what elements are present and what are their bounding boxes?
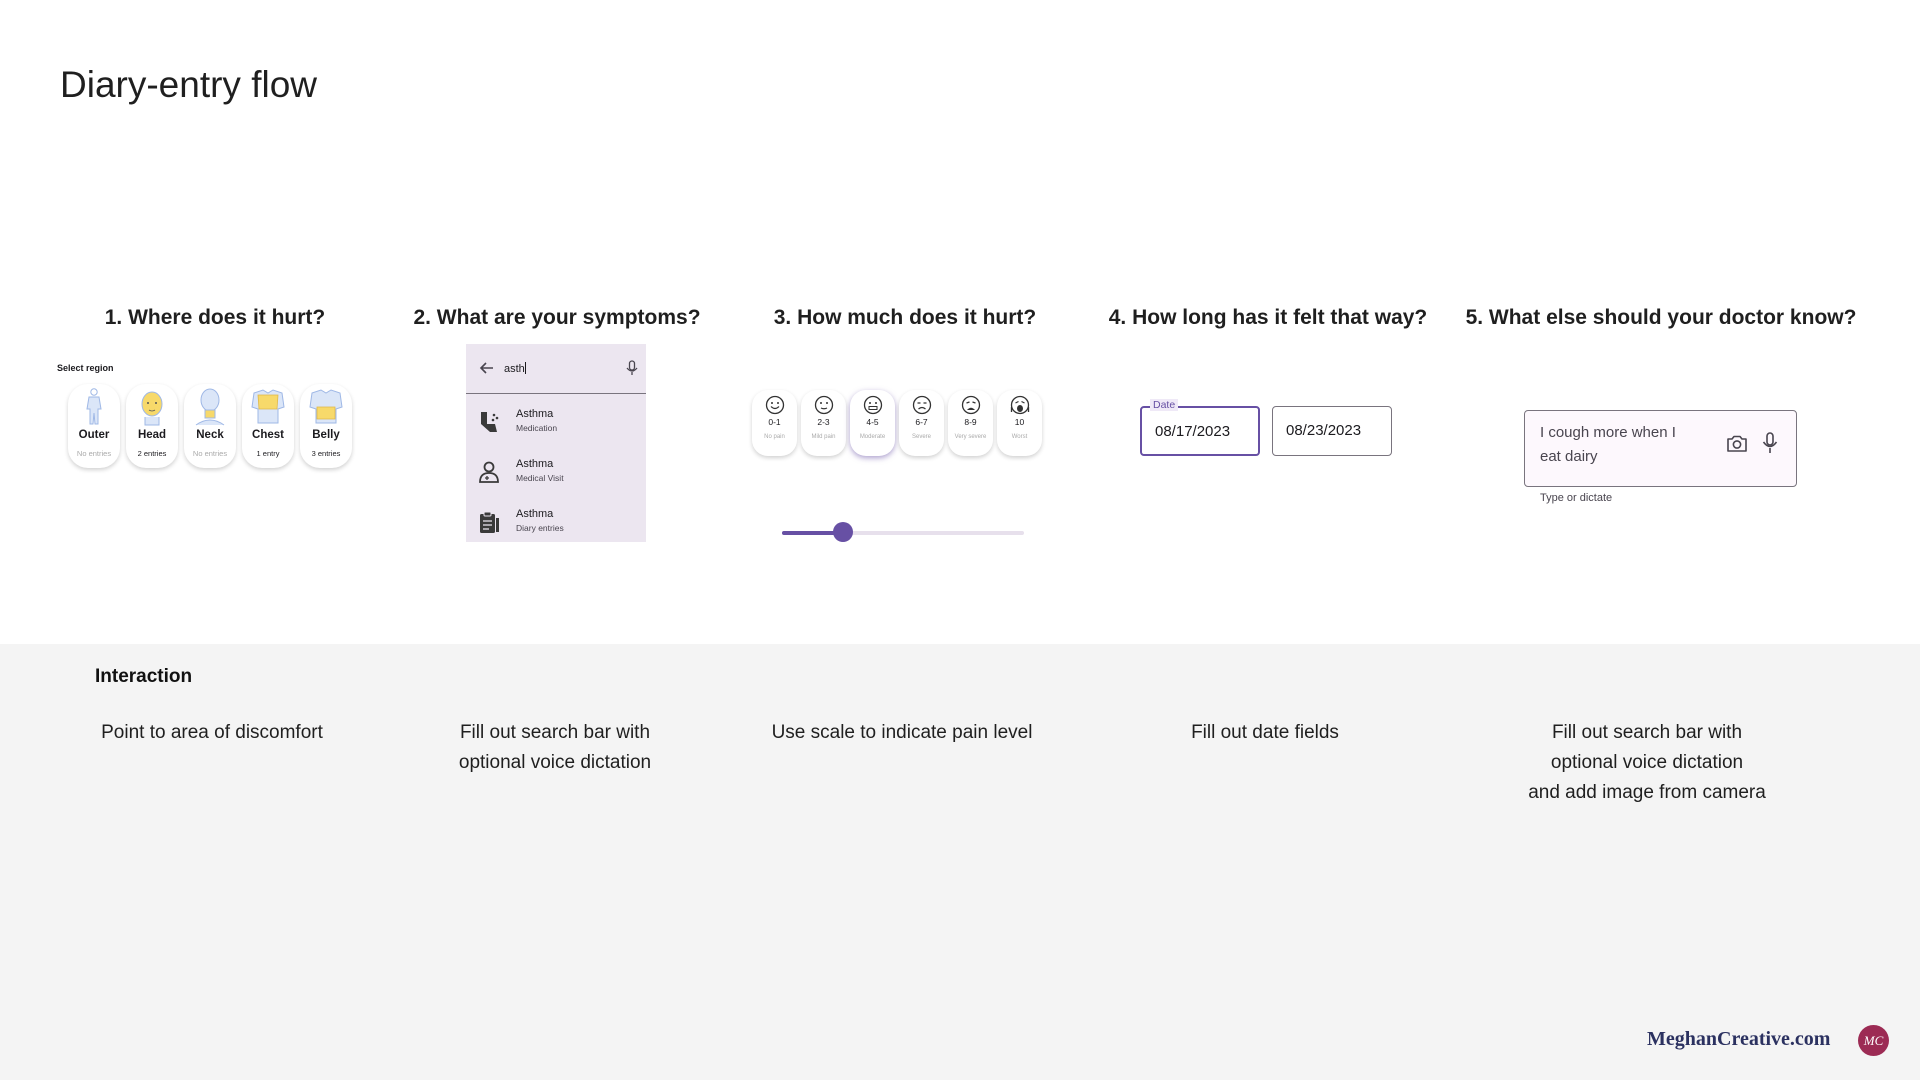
search-result-diary[interactable]: Asthma Diary entries	[466, 500, 646, 540]
inhaler-icon	[481, 412, 499, 432]
region-outer[interactable]: Outer No entries	[68, 384, 120, 468]
region-name: Neck	[196, 429, 224, 441]
pain-level-4-5[interactable]: 4-5 Moderate	[850, 390, 895, 456]
end-date-value: 08/23/2023	[1286, 422, 1362, 439]
region-count: No entries	[192, 449, 228, 458]
camera-icon[interactable]	[1725, 432, 1749, 456]
end-date-field[interactable]: 08/23/2023	[1272, 406, 1392, 456]
pain-level-0-1[interactable]: 0-1 No pain	[752, 390, 797, 456]
interaction-section: Interaction Point to area of discomfort …	[0, 644, 1920, 1080]
brand-name[interactable]: MeghanCreative.com	[1647, 1028, 1831, 1050]
slight-smile-face-icon	[814, 395, 833, 415]
neutral-face-icon	[863, 395, 882, 415]
search-query: asth	[504, 363, 525, 375]
interaction-step-1: Point to area of discomfort	[101, 722, 323, 743]
result-type: Medical Visit	[516, 473, 564, 483]
region-count: 3 entries	[311, 449, 341, 458]
region-chest[interactable]: Chest 1 entry	[242, 384, 294, 468]
pain-label: Severe	[911, 434, 931, 440]
pain-level: 8-9	[964, 417, 977, 427]
brand-logo: MC	[1858, 1025, 1889, 1056]
microphone-icon[interactable]	[1761, 431, 1779, 455]
region-name: Belly	[312, 429, 340, 441]
slider-thumb[interactable]	[832, 522, 853, 542]
page-title: Diary-entry flow	[60, 64, 317, 105]
search-result-medical-visit[interactable]: Asthma Medical Visit	[466, 450, 646, 490]
notes-field[interactable]: I cough more when I eat dairy	[1524, 410, 1797, 487]
pain-label: Worst	[1011, 434, 1028, 440]
region-name: Head	[137, 429, 167, 441]
neck-icon	[195, 388, 225, 426]
pain-level: 6-7	[915, 417, 928, 427]
notes-value: I cough more when I eat dairy	[1540, 424, 1676, 465]
clipboard-icon	[480, 511, 499, 533]
slider-active-track	[782, 531, 843, 535]
result-type: Medication	[516, 423, 558, 433]
pain-label: Moderate	[859, 434, 886, 440]
result-title: Asthma	[516, 458, 554, 470]
region-belly[interactable]: Belly 3 entries	[300, 384, 352, 468]
pain-level: 10	[1014, 417, 1025, 427]
body-outline-icon	[86, 388, 102, 425]
chest-icon	[251, 389, 285, 424]
interaction-heading: Interaction	[95, 666, 193, 687]
search-input[interactable]: asth	[504, 362, 526, 375]
interaction-step-2: Fill out search bar with optional voice …	[458, 722, 652, 773]
arrow-back-icon[interactable]	[478, 359, 496, 377]
region-neck[interactable]: Neck No entries	[184, 384, 236, 468]
pain-level-picker: 0-1 No pain 2-3 Mild pain 4-5 Moderate 6…	[752, 390, 1042, 456]
step-5-heading: 5. What else should your doctor know?	[1465, 306, 1857, 329]
pain-slider[interactable]	[782, 522, 1024, 542]
region-prompt: Select region	[57, 363, 114, 373]
region-name: Outer	[78, 429, 110, 441]
step-1-heading: 1. Where does it hurt?	[104, 306, 326, 329]
region-count: 2 entries	[137, 449, 167, 458]
pain-label: Mild pain	[811, 434, 836, 440]
interaction-step-5: Fill out search bar with optional voice …	[1528, 722, 1766, 803]
region-head[interactable]: Head 2 entries	[126, 384, 178, 468]
head-icon	[141, 391, 163, 426]
pain-label: No pain	[764, 434, 785, 440]
pain-level-8-9[interactable]: 8-9 Very severe	[948, 390, 993, 456]
region-picker: Outer No entries Head 2 entries Neck No …	[68, 384, 352, 468]
result-title: Asthma	[516, 408, 554, 420]
pain-level: 4-5	[866, 417, 879, 427]
pain-level-10[interactable]: 10 Worst	[997, 390, 1042, 456]
region-count: No entries	[76, 449, 112, 458]
screaming-face-icon	[1010, 395, 1029, 415]
region-count: 1 entry	[256, 449, 280, 458]
smiling-face-icon	[765, 395, 784, 415]
start-date-field[interactable]: Date 08/17/2023	[1140, 399, 1260, 456]
step-3-heading: 3. How much does it hurt?	[773, 306, 1037, 329]
pain-level-6-7[interactable]: 6-7 Severe	[899, 390, 944, 456]
region-name: Chest	[252, 429, 284, 441]
search-result-medication[interactable]: Asthma Medication	[466, 400, 646, 440]
step-2-heading: 2. What are your symptoms?	[413, 306, 701, 329]
start-date-value: 08/17/2023	[1155, 423, 1231, 440]
symptom-search-bar[interactable]: asth	[466, 344, 646, 394]
frowning-face-icon	[912, 395, 931, 415]
belly-icon	[309, 389, 343, 424]
microphone-icon[interactable]	[624, 359, 640, 377]
pain-level: 2-3	[817, 417, 830, 427]
pain-level: 0-1	[768, 417, 781, 427]
doctor-icon	[479, 461, 499, 483]
step-4-heading: 4. How long has it felt that way?	[1108, 306, 1428, 329]
notes-supporting-text: Type or dictate	[1540, 492, 1613, 504]
symptom-search-panel: asth Asthma Medication Asthma Medical Vi…	[466, 344, 646, 542]
interaction-step-4: Fill out date fields	[1191, 722, 1339, 743]
pain-level-2-3[interactable]: 2-3 Mild pain	[801, 390, 846, 456]
pain-label: Very severe	[954, 434, 987, 440]
crying-face-icon	[961, 395, 980, 415]
interaction-step-3: Use scale to indicate pain level	[771, 722, 1033, 743]
result-title: Asthma	[516, 508, 554, 520]
date-field-label: Date	[1150, 399, 1179, 411]
result-type: Diary entries	[516, 523, 564, 533]
